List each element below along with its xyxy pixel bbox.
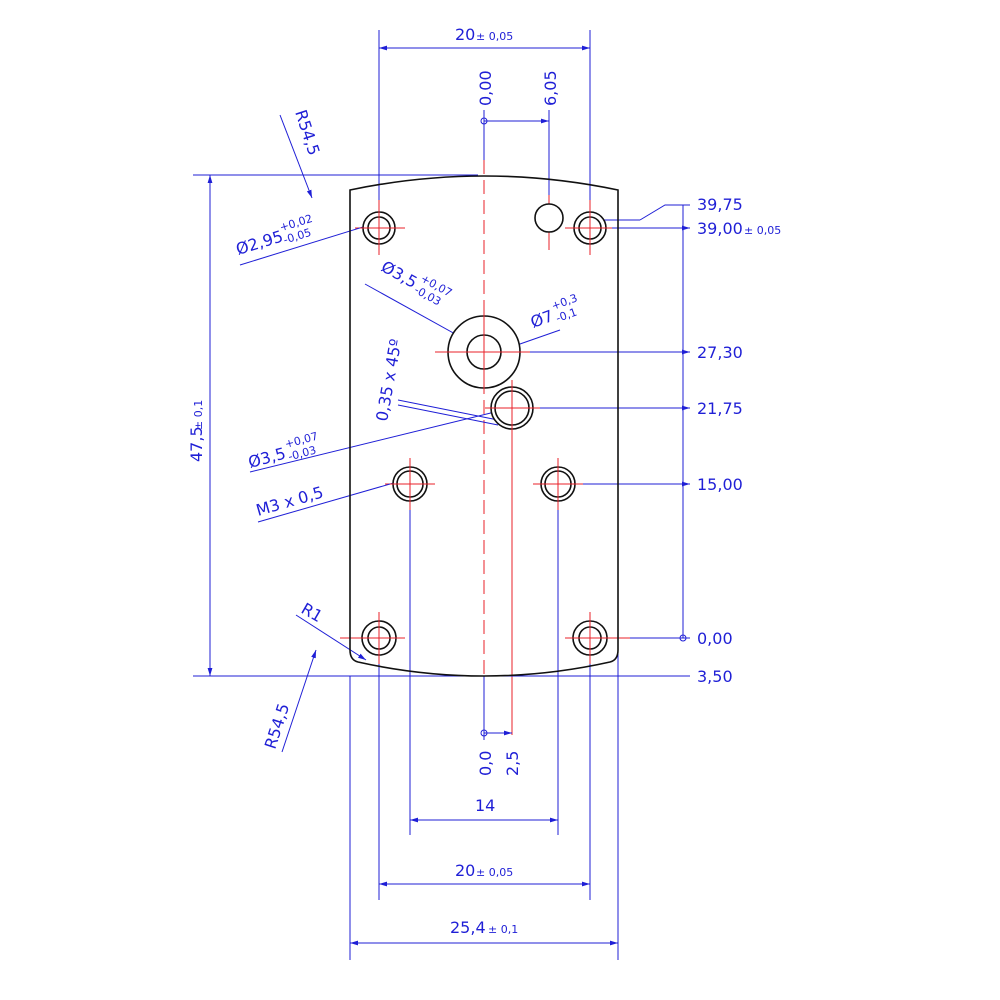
y-000-label: 0,00 [697, 629, 733, 648]
centerlines-over [358, 209, 611, 659]
height-tol: ± 0,1 [192, 400, 205, 430]
bottom-20-value: 20 [455, 861, 475, 880]
origin-marker-bottom [480, 729, 488, 737]
leader-m3 [257, 479, 405, 523]
r-top-label: R54,5 [291, 107, 324, 157]
hole-35-low-label: Ø3,5 +0,07 -0,03 [246, 430, 319, 472]
top-x1-label: 6,05 [541, 70, 560, 106]
y-2175-label: 21,75 [697, 399, 743, 418]
y-3900-tol: ± 0,05 [744, 224, 781, 237]
top-width-tol: ± 0,05 [476, 30, 513, 43]
chamfer-label: 0,35 x 45º [372, 337, 405, 422]
bottom-x1-label: 2,5 [503, 751, 522, 776]
hole-35-top-dia: Ø3,5 [378, 257, 420, 292]
hole-small-top [534, 203, 564, 233]
bottom-20-tol: ± 0,05 [476, 866, 513, 879]
y-350-label: 3,50 [697, 667, 733, 686]
leader-chamfer-a [397, 399, 499, 421]
origin-marker-top [480, 117, 488, 125]
hole-295-label: Ø2,95 +0,02 -0,05 [234, 212, 314, 259]
y-2730-label: 27,30 [697, 343, 743, 362]
height-value: 47,5 [187, 426, 206, 462]
top-width-value: 20 [455, 25, 475, 44]
leader-r-top [279, 114, 313, 199]
leader-hole-35-low [249, 409, 504, 473]
hole-295-dia: Ø2,95 [234, 227, 286, 259]
hole-35-top-label: Ø3,5 +0,07 -0,03 [378, 257, 454, 309]
width-14-label: 14 [475, 796, 495, 815]
height-label: 47,5 ± 0,1 [187, 400, 206, 462]
thread-label: M3 x 0,5 [254, 483, 326, 520]
leader-r1 [295, 614, 367, 661]
overall-width-tol: ± 0,1 [488, 923, 518, 936]
leader-chamfer-b [397, 404, 499, 426]
y-3975-label: 39,75 [697, 195, 743, 214]
hole-7-dia: Ø7 [528, 306, 556, 332]
r1-label: R1 [298, 599, 326, 626]
y-1500-label: 15,00 [697, 475, 743, 494]
bottom-x0-label: 0,0 [476, 751, 495, 776]
y-3900-value: 39,00 [697, 219, 743, 238]
dimension-lines [193, 30, 690, 960]
hole-7-label: Ø7 +0,3 -0,1 [528, 292, 579, 332]
leader-3975 [639, 204, 690, 221]
leader-r-bottom [281, 649, 317, 753]
part-outline [349, 175, 619, 677]
overall-width-value: 25,4 [450, 918, 486, 937]
top-x0-label: 0,00 [476, 70, 495, 106]
r-bottom-label: R54,5 [261, 701, 294, 751]
